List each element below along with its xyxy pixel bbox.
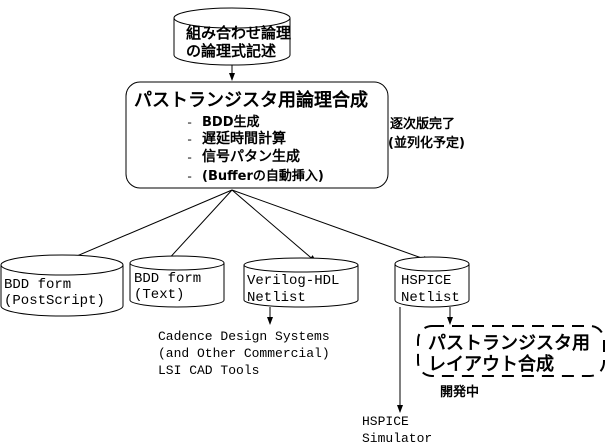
input-db-line1: 組み合わせ論理: [186, 24, 291, 42]
arrow-to-bdd-postscript: [57, 189, 233, 265]
item-bdd-generation: BDD生成: [202, 114, 260, 130]
item-bullet: -: [186, 116, 193, 130]
cad-tools-label: Cadence Design Systems (and Other Commer…: [158, 329, 330, 378]
status-note: 逐次版完了 (並列化予定): [388, 116, 465, 151]
output-bdd-postscript: BDD form (PostScript): [0, 254, 124, 317]
status-planned: (並列化予定): [388, 135, 465, 151]
item-signal-pattern: 信号パタン生成: [202, 148, 300, 165]
synthesis-title: パストランジスタ用論理合成: [134, 89, 368, 111]
verilog-line1: Verilog-HDL: [247, 273, 339, 289]
bdd-ps-line1: BDD form: [4, 277, 71, 293]
arrow-to-verilog: [231, 189, 317, 263]
layout-line2: レイアウト合成: [428, 353, 554, 375]
layout-status: 開発中: [440, 384, 479, 400]
item-delay-calculation: 遅延時間計算: [202, 130, 286, 147]
bdd-text-line2: (Text): [134, 287, 184, 303]
cad-line2: (and Other Commercial): [158, 346, 330, 361]
simulator-line1: HSPICE: [362, 414, 409, 429]
logic-synthesis-box: パストランジスタ用論理合成 - BDD生成 - 遅延時間計算 - 信号パタン生成…: [125, 81, 389, 189]
hspice-simulator-label: HSPICE Simulator: [362, 414, 432, 446]
layout-synthesis-box: パストランジスタ用 レイアウト合成: [417, 325, 605, 377]
output-hspice-netlist: HSPICE Netlist: [394, 256, 470, 308]
item-bullet: -: [186, 170, 193, 184]
status-complete: 逐次版完了: [390, 116, 455, 132]
item-bullet: -: [186, 133, 193, 147]
bdd-text-line1: BDD form: [134, 271, 201, 287]
cad-line1: Cadence Design Systems: [158, 329, 330, 344]
input-db-line2: の論理式記述: [186, 42, 276, 60]
verilog-line2: Netlist: [247, 290, 306, 306]
bdd-ps-line2: (PostScript): [4, 293, 105, 309]
simulator-line2: Simulator: [362, 431, 432, 446]
output-bdd-text: BDD form (Text): [129, 255, 225, 308]
item-buffer-insertion: (Bufferの自動挿入): [202, 168, 324, 184]
layout-line1: パストランジスタ用: [428, 333, 590, 354]
cad-line3: LSI CAD Tools: [158, 363, 259, 378]
arrow-to-bdd-text: [164, 189, 233, 264]
arrow-to-hspice-netlist: [231, 189, 431, 262]
item-bullet: -: [186, 151, 193, 165]
hspice-netlist-line1: HSPICE: [401, 273, 451, 289]
input-logic-database: 組み合わせ論理 の論理式記述: [173, 7, 291, 66]
hspice-netlist-line2: Netlist: [401, 290, 460, 306]
output-verilog-netlist: Verilog-HDL Netlist: [243, 257, 359, 308]
